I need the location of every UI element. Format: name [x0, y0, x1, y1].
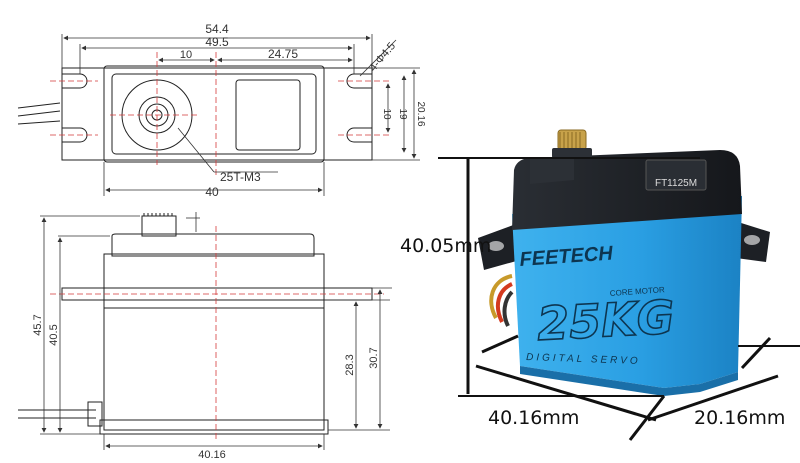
side-view-centerlines — [50, 226, 384, 440]
top-cap-outline — [111, 233, 315, 257]
servo-blue-case — [512, 196, 742, 388]
side-body-outline — [103, 253, 325, 431]
dim-offset-left: 10 — [180, 49, 192, 61]
wire-red — [495, 282, 513, 323]
model-label-plate — [645, 159, 707, 191]
brass-gear-teeth — [559, 132, 581, 148]
wire-lines — [17, 102, 61, 125]
dim-overall-width: 54.4 — [205, 22, 229, 36]
top-view-drawing — [17, 65, 373, 163]
side-view-dimension-labels: 45.7 40.5 28.3 30.7 40.16 — [32, 314, 380, 461]
dim-side-lower-height: 28.3 — [344, 354, 356, 375]
model-label: FT1125M — [655, 178, 697, 189]
gear-housing — [530, 156, 574, 184]
photo-measure-lines — [438, 157, 800, 441]
side-view-dimensions — [40, 212, 392, 450]
dim-mid-height: 19 — [397, 108, 408, 120]
side-wire-lines — [18, 409, 96, 419]
spline-teeth — [143, 213, 173, 216]
dim-offset-right: 24.75 — [268, 47, 298, 61]
bottom-cap-outline — [99, 419, 329, 435]
label-window-outline — [235, 79, 301, 151]
side-view-drawing — [18, 213, 373, 435]
dim-side-mount-height: 30.7 — [368, 347, 380, 368]
top-view-dimensions — [61, 34, 420, 196]
dim-body-width: 40 — [205, 185, 219, 199]
top-view-dimension-labels: 54.4 49.5 10 24.75 4-Φ4.5 10 19 20.16 25… — [180, 22, 426, 199]
servo-case-bottom-edge — [520, 366, 738, 396]
core-motor-label: CORE MOTOR — [610, 285, 666, 298]
mount-hole-top-left — [62, 73, 88, 89]
depth-measure-line — [647, 374, 779, 422]
dim-side-width: 40.16 — [198, 449, 226, 461]
dim-side-total-height: 45.7 — [32, 314, 44, 335]
gear-base — [552, 148, 592, 158]
output-spline-outline — [141, 215, 177, 237]
servo-type-label: DIGITAL SERVO — [526, 352, 641, 367]
servo-body-outline — [103, 65, 325, 163]
dim-mount-spacing: 49.5 — [205, 35, 229, 49]
servo-product-photo: FT1125M FEETECH CORE MOTOR 25KG DIGITAL … — [478, 129, 770, 396]
mounting-flange — [61, 67, 373, 161]
mount-tab-right-hole — [744, 235, 760, 245]
dim-inner-height: 10 — [381, 108, 392, 120]
servo-top-cap-outline — [111, 73, 317, 155]
mount-tab-left-hole — [488, 241, 504, 251]
photo-width-label: 40.16mm — [488, 407, 579, 429]
width-measure-line — [475, 364, 657, 422]
wire-yellow — [489, 274, 513, 319]
dim-side-body-height: 40.5 — [48, 324, 60, 345]
photo-height-label: 40.05mm — [400, 235, 491, 257]
dim-total-height: 20.16 — [415, 101, 426, 126]
photo-depth-label: 20.16mm — [694, 407, 785, 429]
dim-spline: 25T-M3 — [220, 170, 261, 184]
wire-brown — [502, 290, 514, 327]
wire-strain-relief — [87, 401, 103, 427]
top-view-centerlines — [50, 52, 390, 175]
torque-label: 25KG — [536, 290, 676, 351]
mount-hole-bottom-left — [62, 127, 88, 143]
